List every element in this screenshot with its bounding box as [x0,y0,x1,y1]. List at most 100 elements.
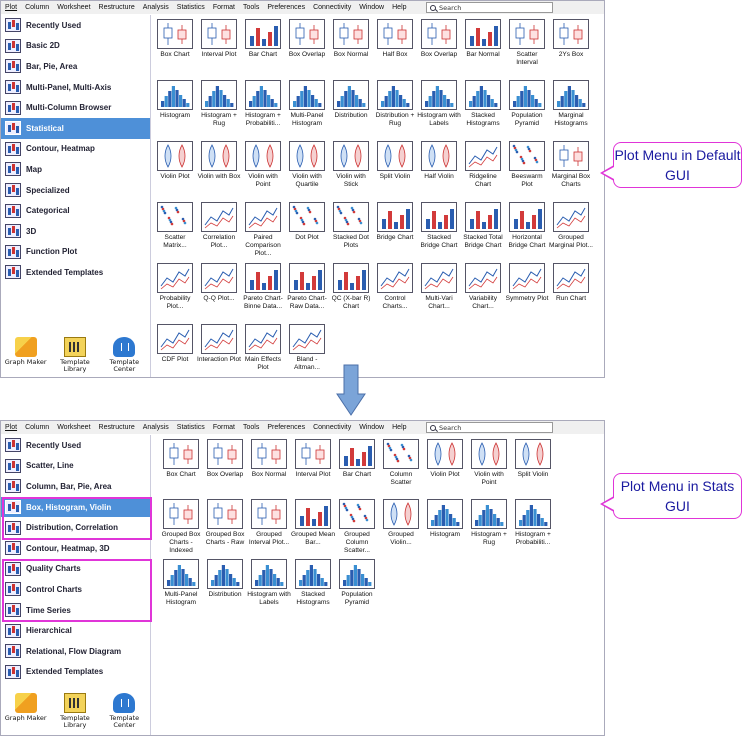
sidebar-item-contour-heatmap[interactable]: Contour, Heatmap [1,139,150,160]
plot-item-violin-plot[interactable]: Violin Plot [423,439,467,499]
plot-item-violin-plot[interactable]: Violin Plot [153,141,197,202]
plot-item-multi-panel-histogram[interactable]: Multi-Panel Histogram [285,80,329,141]
sidebar-item-recently-used[interactable]: Recently Used [1,15,150,36]
menu-analysis[interactable]: Analysis [142,424,169,431]
menu-column[interactable]: Column [25,4,50,11]
plot-item-histogram-probabiliti[interactable]: Histogram + Probabiliti... [511,499,555,559]
plot-item-stacked-histograms[interactable]: Stacked Histograms [291,559,335,619]
plot-item-bar-normal[interactable]: Bar Normal [461,19,505,80]
plot-item-grouped-marginal-plot[interactable]: Grouped Marginal Plot... [549,202,593,263]
plot-item-box-chart[interactable]: Box Chart [159,439,203,499]
sidebar-item-recently-used[interactable]: Recently Used [1,435,150,456]
search-box[interactable]: Search [426,422,553,433]
plot-item-paired-comparison-plot[interactable]: Paired Comparison Plot... [241,202,285,263]
plot-item-grouped-mean-bar[interactable]: Grouped Mean Bar... [291,499,335,559]
plot-item-variability-chart[interactable]: Variability Chart... [461,263,505,324]
menu-tools[interactable]: Tools [242,424,260,431]
menu-format[interactable]: Format [212,4,235,11]
plot-item-scatter-interval[interactable]: Scatter Interval [505,19,549,80]
sidebar-item-function-plot[interactable]: Function Plot [1,242,150,263]
sidebar-item-contour-heatmap-3d[interactable]: Contour, Heatmap, 3D [1,538,150,559]
sidebar-item-control-charts[interactable]: Control Charts [1,579,150,600]
plot-item-grouped-box-charts-raw[interactable]: Grouped Box Charts - Raw [203,499,247,559]
menu-format[interactable]: Format [212,424,235,431]
plot-item-probability-plot[interactable]: Probability Plot... [153,263,197,324]
plot-item-run-chart[interactable]: Run Chart [549,263,593,324]
plot-item-grouped-interval-plot[interactable]: Grouped Interval Plot... [247,499,291,559]
graph-maker-button[interactable]: Graph Maker [3,337,49,374]
sidebar-item-relational-flow-diagram[interactable]: Relational, Flow Diagram [1,641,150,662]
plot-item-split-violin[interactable]: Split Violin [511,439,555,499]
menu-plot[interactable]: Plot [5,4,18,11]
plot-item-histogram-probabiliti[interactable]: Histogram + Probabiliti... [241,80,285,141]
menu-plot[interactable]: Plot [5,424,18,431]
plot-item-bland-altman[interactable]: Bland - Altman... [285,324,329,377]
plot-item-violin-with-stick[interactable]: Violin with Stick [329,141,373,202]
plot-item-symmetry-plot[interactable]: Symmetry Plot [505,263,549,324]
menu-preferences[interactable]: Preferences [267,4,306,11]
menu-window[interactable]: Window [359,4,385,11]
sidebar-item-basic-2d[interactable]: Basic 2D [1,36,150,57]
plot-item-box-overlap[interactable]: Box Overlap [203,439,247,499]
menu-preferences[interactable]: Preferences [267,424,306,431]
sidebar-item-box-histogram-violin[interactable]: Box, Histogram, Violin [1,496,150,518]
sidebar-item-3d[interactable]: 3D [1,221,150,242]
plot-item-distribution[interactable]: Distribution [329,80,373,141]
plot-item-split-violin[interactable]: Split Violin [373,141,417,202]
menu-restructure[interactable]: Restructure [98,4,135,11]
menu-connectivity[interactable]: Connectivity [313,424,352,431]
plot-item-marginal-box-charts[interactable]: Marginal Box Charts [549,141,593,202]
plot-item-stacked-histograms[interactable]: Stacked Histograms [461,80,505,141]
menu-worksheet[interactable]: Worksheet [57,424,91,431]
plot-item-violin-with-point[interactable]: Violin with Point [241,141,285,202]
menu-worksheet[interactable]: Worksheet [57,4,91,11]
menu-connectivity[interactable]: Connectivity [313,4,352,11]
plot-item-pareto-chart-binne-data[interactable]: Pareto Chart-Binne Data... [241,263,285,324]
sidebar-item-multi-column-browser[interactable]: Multi-Column Browser [1,97,150,118]
sidebar-item-time-series[interactable]: Time Series [1,600,150,621]
plot-item-interaction-plot[interactable]: Interaction Plot [197,324,241,377]
menu-restructure[interactable]: Restructure [98,424,135,431]
template-center-button[interactable]: Template Center [101,337,147,374]
plot-item-horizontal-bridge-chart[interactable]: Horizontal Bridge Chart [505,202,549,263]
plot-item-violin-with-box[interactable]: Violin with Box [197,141,241,202]
plot-item-distribution-rug[interactable]: Distribution + Rug [373,80,417,141]
plot-item-grouped-box-charts-indexed[interactable]: Grouped Box Charts - Indexed [159,499,203,559]
plot-item-2ys-box[interactable]: 2Ys Box [549,19,593,80]
plot-item-grouped-violin[interactable]: Grouped Violin... [379,499,423,559]
sidebar-item-scatter-line[interactable]: Scatter, Line [1,456,150,477]
plot-item-box-chart[interactable]: Box Chart [153,19,197,80]
sidebar-item-categorical[interactable]: Categorical [1,200,150,221]
sidebar-item-column-bar-pie-area[interactable]: Column, Bar, Pie, Area [1,476,150,497]
plot-item-histogram[interactable]: Histogram [423,499,467,559]
plot-item-population-pyramid[interactable]: Population Pyramid [505,80,549,141]
sidebar-item-hierarchical[interactable]: Hierarchical [1,620,150,641]
menu-help[interactable]: Help [392,4,407,11]
plot-item-population-pyramid[interactable]: Population Pyramid [335,559,379,619]
graph-maker-button[interactable]: Graph Maker [3,693,49,730]
plot-item-multi-vari-chart[interactable]: Multi-Vari Chart... [417,263,461,324]
plot-item-stacked-total-bridge-chart[interactable]: Stacked Total Bridge Chart [461,202,505,263]
sidebar-item-bar-pie-area[interactable]: Bar, Pie, Area [1,56,150,77]
plot-item-bar-chart[interactable]: Bar Chart [241,19,285,80]
plot-item-q-q-plot[interactable]: Q-Q Plot... [197,263,241,324]
plot-item-ridgeline-chart[interactable]: Ridgeline Chart [461,141,505,202]
plot-item-marginal-histograms[interactable]: Marginal Histograms [549,80,593,141]
plot-item-half-box[interactable]: Half Box [373,19,417,80]
plot-item-violin-with-point[interactable]: Violin with Point [467,439,511,499]
template-library-button[interactable]: Template Library [52,337,98,374]
plot-item-stacked-dot-plots[interactable]: Stacked Dot Plots [329,202,373,263]
menu-statistics[interactable]: Statistics [176,4,205,11]
sidebar-item-extended-templates[interactable]: Extended Templates [1,662,150,683]
plot-item-violin-with-quartile[interactable]: Violin with Quartile [285,141,329,202]
plot-item-qc-x-bar-r-chart[interactable]: QC (X-bar R) Chart [329,263,373,324]
plot-item-histogram-with-labels[interactable]: Histogram with Labels [417,80,461,141]
sidebar-item-extended-templates[interactable]: Extended Templates [1,262,150,283]
sidebar-item-statistical[interactable]: Statistical [1,117,150,139]
plot-item-grouped-column-scatter[interactable]: Grouped Column Scatter... [335,499,379,559]
sidebar-item-map[interactable]: Map [1,159,150,180]
plot-item-interval-plot[interactable]: Interval Plot [197,19,241,80]
template-center-button[interactable]: Template Center [101,693,147,730]
menu-tools[interactable]: Tools [242,4,260,11]
menu-statistics[interactable]: Statistics [176,424,205,431]
